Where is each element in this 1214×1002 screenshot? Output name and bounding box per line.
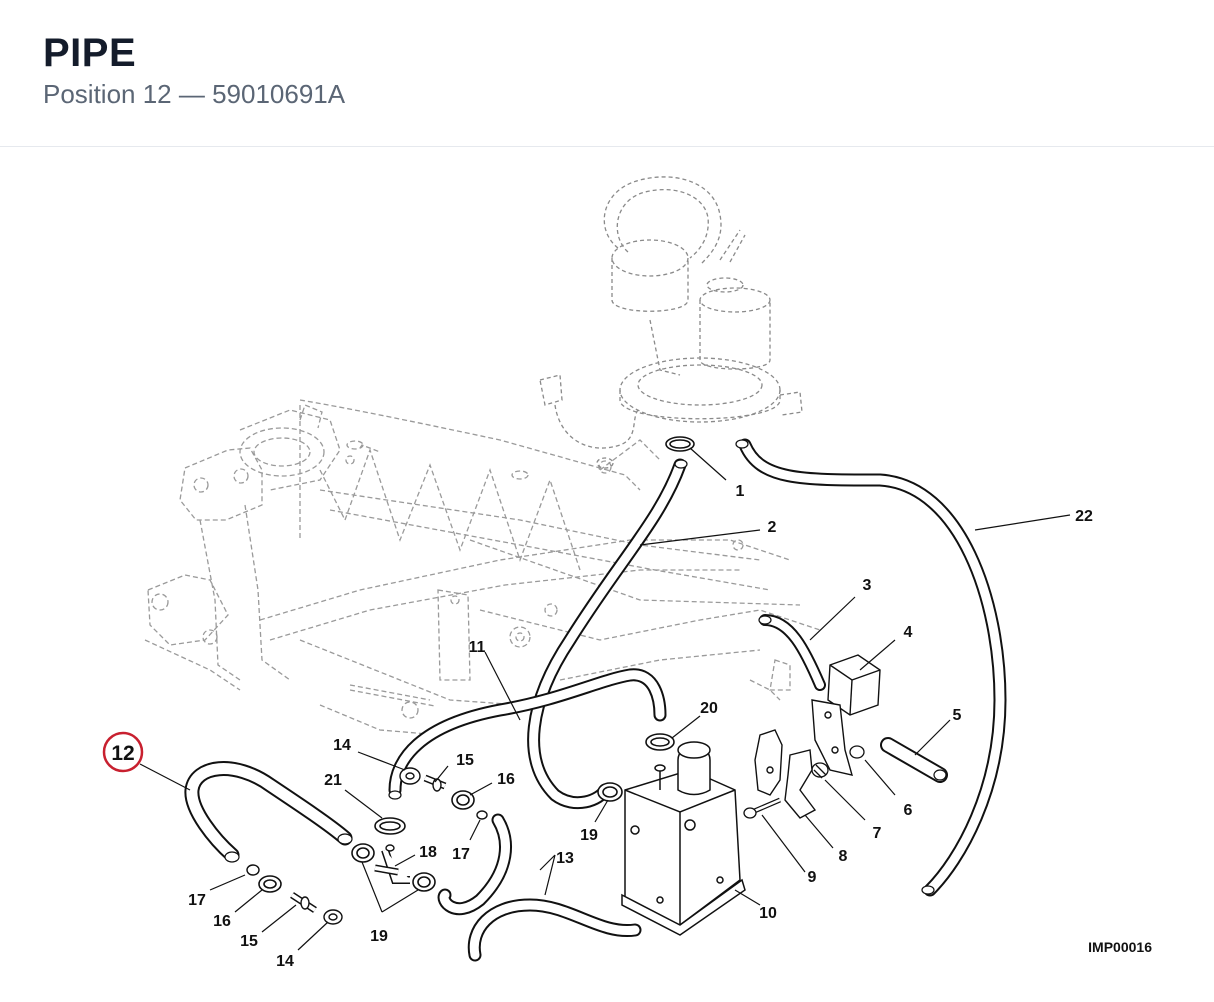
label-16-lower: 16: [213, 913, 231, 930]
label-19-right: 19: [580, 827, 598, 844]
label-12: 12: [111, 742, 134, 765]
exploded-diagram: 1 2 3 4 5 6 7 8 9 10 11 13 14 14 15 15 1…: [0, 148, 1214, 997]
highlight-callout-12[interactable]: 12: [102, 731, 144, 773]
label-17-upper: 17: [452, 846, 470, 863]
label-11: 11: [469, 639, 486, 656]
hose-13: [437, 813, 642, 962]
label-18: 18: [419, 844, 437, 861]
diagram-code: IMP00016: [1088, 939, 1152, 955]
label-2: 2: [768, 519, 777, 536]
label-20: 20: [700, 700, 718, 717]
diagram-canvas: 1 2 3 4 5 6 7 8 9 10 11 13 14 14 15 15 1…: [102, 176, 1152, 970]
hose-2: [527, 458, 688, 810]
page-title: PIPE: [43, 31, 137, 75]
leader-lines: [139, 447, 1071, 951]
page-subtitle: Position 12 — 59010691A: [43, 79, 346, 109]
fuel-pump-assembly: [539, 176, 803, 469]
label-22: 22: [1075, 508, 1093, 525]
fittings: [246, 767, 488, 925]
label-14-lower: 14: [276, 953, 294, 970]
label-19-left: 19: [370, 928, 388, 945]
label-5: 5: [953, 707, 962, 724]
label-21: 21: [324, 772, 342, 789]
label-7: 7: [873, 825, 882, 842]
label-14-upper: 14: [333, 737, 351, 754]
label-9: 9: [808, 869, 817, 886]
label-15-lower: 15: [240, 933, 258, 950]
label-3: 3: [863, 577, 872, 594]
label-16-upper: 16: [497, 771, 515, 788]
label-10: 10: [759, 905, 777, 922]
canister-10: [621, 741, 746, 936]
part-4-block: [811, 654, 881, 776]
hose-12: [184, 761, 353, 863]
label-17-lower: 17: [188, 892, 206, 909]
spacer-5: [880, 737, 948, 783]
label-6: 6: [904, 802, 913, 819]
part-labels: 1 2 3 4 5 6 7 8 9 10 11 13 14 14 15 15 1…: [188, 483, 1093, 970]
hose-clamps: [258, 436, 695, 893]
label-4: 4: [904, 624, 913, 641]
hose-upper-arc: [388, 668, 667, 800]
label-1: 1: [736, 483, 745, 500]
frame-outline: [144, 399, 821, 736]
bracket-8: [754, 729, 817, 819]
fasteners-6-7-9: [743, 745, 865, 819]
label-13: 13: [556, 850, 574, 867]
highlight-ring: [102, 731, 144, 773]
page-header: PIPE Position 12 — 59010691A: [0, 0, 1214, 147]
hose-22: [735, 438, 1007, 897]
label-8: 8: [839, 848, 848, 865]
pipe-3: [758, 614, 826, 691]
label-15-upper: 15: [456, 752, 474, 769]
